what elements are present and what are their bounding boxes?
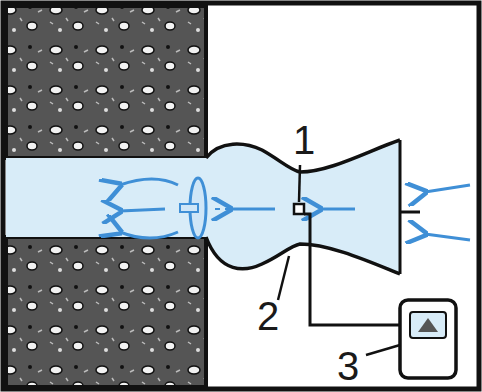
callout-number: 2 bbox=[257, 296, 279, 336]
callout-number: 1 bbox=[293, 120, 315, 160]
callout-number: 3 bbox=[337, 346, 359, 386]
